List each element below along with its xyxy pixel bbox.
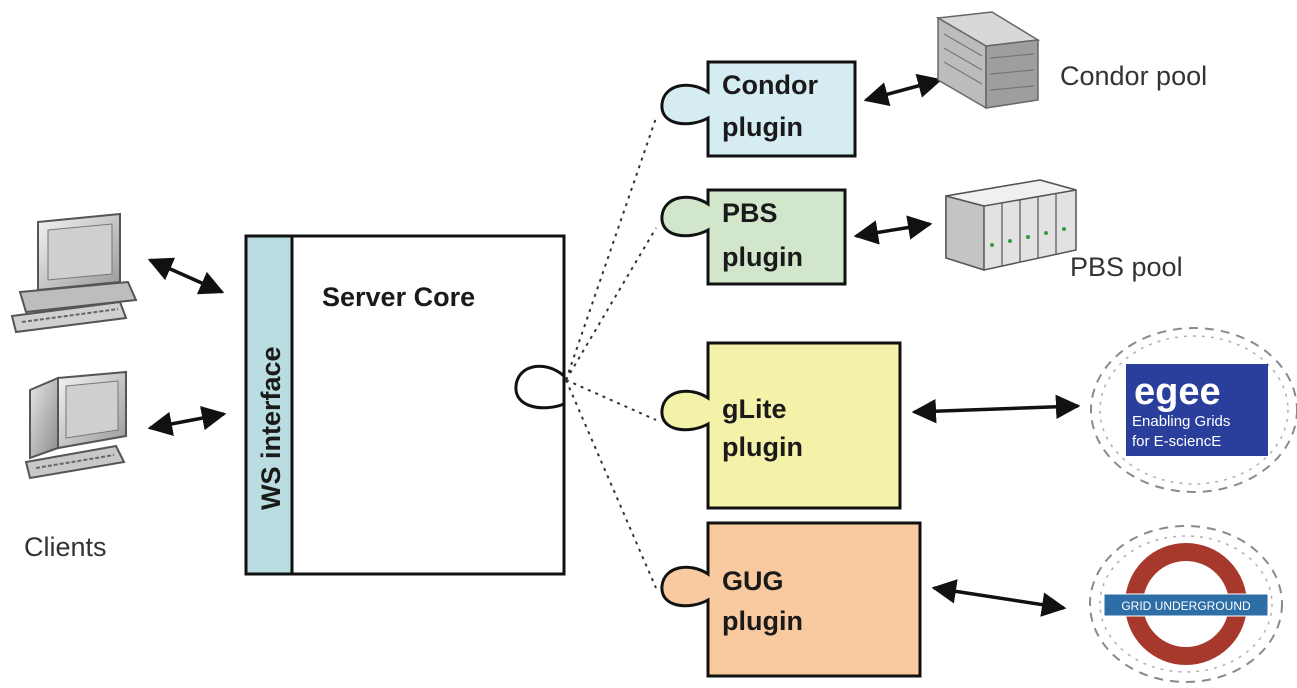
glite-plugin-line2: plugin [722,432,803,462]
server-core-box [290,234,566,576]
pbs-plugin-line2: plugin [722,242,803,272]
ws-interface-label: WS interface [256,346,286,510]
client-computer-icon [24,370,127,480]
pbs-pool-label: PBS pool [1070,252,1183,282]
glite-plugin-line1: gLite [722,394,787,424]
egee-brand: egee [1134,371,1221,413]
pbs-plugin-line1: PBS [722,198,778,228]
plugin-connectors [565,117,657,589]
gug-plugin-line2: plugin [722,606,803,636]
resource-arrows [853,73,1081,617]
client-computer-icon [10,212,138,334]
condor-plugin-line1: Condor [722,70,818,100]
condor-pool-server-icon [935,11,1041,110]
pbs-plugin: PBS plugin [660,188,847,286]
gug-plugin: GUG plugin [660,521,922,678]
pbs-pool-server-icon [945,179,1077,272]
client-arrow [147,257,225,295]
gug-plugin-line1: GUG [722,566,784,596]
egee-line1: Enabling Grids [1132,413,1230,430]
condor-plugin-line2: plugin [722,112,803,142]
grid-underground-logo: GRID UNDERGROUND [1089,525,1283,683]
glite-plugin: gLite plugin [660,341,902,510]
condor-pool-label: Condor pool [1060,61,1207,91]
egee-logo: egee Enabling Grids for E-sciencE [1090,327,1297,493]
egee-line2: for E-sciencE [1132,433,1221,450]
server-core-label: Server Core [322,282,475,312]
condor-plugin: Condor plugin [660,60,857,158]
clients-label: Clients [24,532,107,562]
gug-banner-text: GRID UNDERGROUND [1121,599,1251,613]
client-arrow [147,406,227,436]
